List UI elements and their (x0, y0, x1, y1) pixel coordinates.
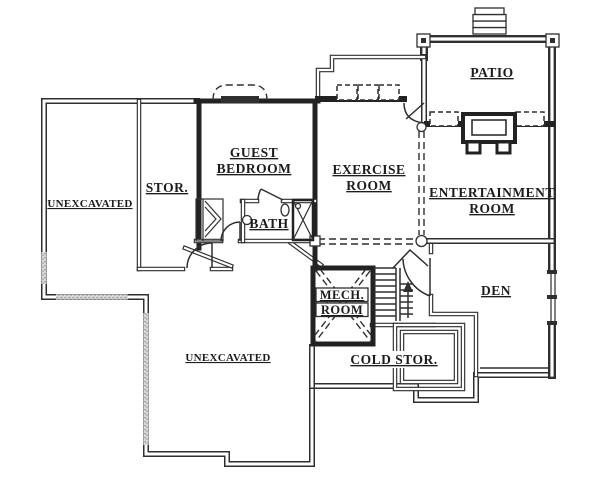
room-label-den: DEN (481, 283, 511, 298)
room-label-unexcavated-left: UNEXCAVATED (47, 198, 132, 210)
mech-label-box-2 (315, 302, 369, 318)
room-label-entertainment-line1: ENTERTAINMENT (429, 185, 555, 200)
patio-post-left (416, 33, 431, 48)
window-well (212, 84, 268, 101)
room-label-mech-line2: ROOM (321, 303, 363, 317)
stair-landing-double-doors (392, 248, 429, 269)
room-label-guest-line1: GUEST (230, 145, 278, 160)
hatch-southwest-step (56, 294, 128, 300)
room-label-unexcavated-lower: UNEXCAVATED (185, 352, 270, 364)
doors (186, 102, 431, 297)
room-labels: UNEXCAVATED STOR. GUEST BEDROOM BATH EXE… (47, 65, 555, 368)
patio-steps (472, 7, 507, 35)
stair-treads-left (373, 267, 396, 317)
sink (280, 203, 290, 217)
mech-room-walls (310, 265, 376, 347)
den-east-window (547, 270, 557, 325)
bedroom-door (257, 188, 284, 201)
mech-label-box-1 (315, 287, 369, 303)
outer-foundation-wall (41, 98, 555, 467)
guest-bedroom-window-sill (221, 96, 259, 103)
room-label-exercise-line1: EXERCISE (332, 162, 405, 177)
room-label-patio: PATIO (470, 65, 513, 80)
entertainment-window-left (429, 111, 459, 127)
bifold-door-marks (204, 200, 222, 238)
patio-details (416, 7, 560, 155)
bath-door (220, 221, 241, 242)
beam-lines (309, 121, 428, 248)
cold-stor-label-bg (352, 351, 438, 368)
entertainment-window-right (515, 111, 545, 127)
room-label-stor: STOR. (146, 180, 188, 195)
hatch-west (41, 252, 47, 284)
crawlspace-access-door (186, 242, 213, 269)
exercise-window-2 (357, 84, 379, 101)
toilet (241, 214, 253, 226)
closet (195, 198, 224, 242)
shower (291, 198, 315, 242)
stair-rail (395, 268, 401, 321)
room-label-mech-line1: MECH. (320, 288, 365, 302)
den-door (402, 258, 431, 297)
room-label-exercise-line2: ROOM (346, 178, 392, 193)
exercise-window-1 (336, 84, 358, 101)
beam-dashed-horizontal (318, 238, 416, 245)
beam-dashed-vertical (418, 131, 425, 235)
round-post-top (416, 121, 427, 133)
room-label-guest-line2: BEDROOM (217, 161, 292, 176)
stair-up-arrow (403, 281, 413, 318)
hatched-wall-segments (41, 252, 149, 445)
round-post-bottom (415, 234, 428, 248)
hatch-lower-west (143, 313, 149, 445)
stairway (373, 248, 429, 321)
foundation-walls (41, 35, 556, 467)
patio-post-right (545, 33, 560, 48)
room-label-entertainment-line2: ROOM (469, 201, 515, 216)
exercise-window-3 (378, 84, 400, 101)
room-label-cold-stor: COLD STOR. (350, 352, 437, 367)
room-label-bath: BATH (249, 216, 288, 231)
fireplace (461, 112, 517, 155)
exercise-room-door (403, 102, 425, 124)
